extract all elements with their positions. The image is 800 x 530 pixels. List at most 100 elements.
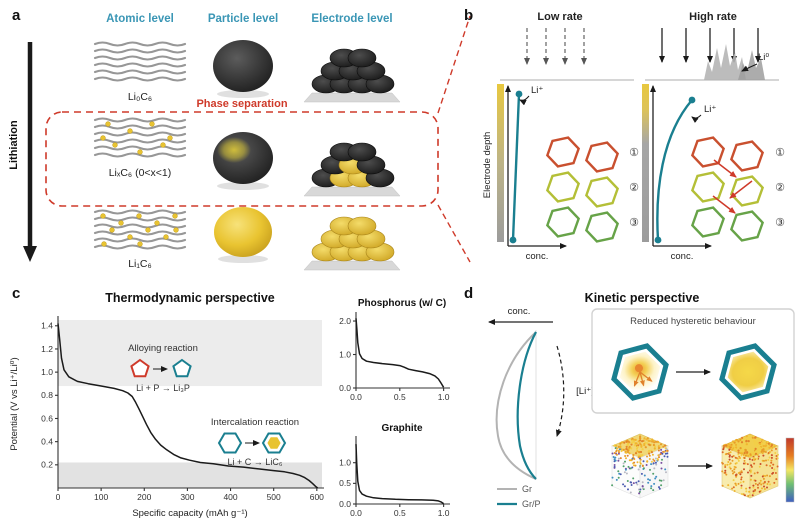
graphite-layers-row1 bbox=[93, 41, 187, 82]
li-ion-label-low: Li⁺ bbox=[531, 85, 543, 96]
graphite-chart-title: Graphite bbox=[381, 423, 423, 434]
y-tick-label: 2.0 bbox=[339, 316, 351, 326]
graphite-layers-row2 bbox=[93, 117, 187, 158]
particle-row1 bbox=[213, 40, 273, 98]
legend-label-grp: Gr/P bbox=[522, 499, 541, 509]
chart-band bbox=[58, 462, 322, 488]
cube1-top-dots bbox=[613, 435, 667, 458]
gr-profile-curve bbox=[495, 331, 537, 480]
conc-label-high: conc. bbox=[671, 251, 694, 262]
li-plating-dendrites-icon-2 bbox=[738, 50, 765, 80]
phase-separation-label: Phase separation bbox=[196, 98, 287, 110]
x-tick-label: 400 bbox=[223, 492, 237, 502]
legend-label-gr: Gr bbox=[522, 484, 532, 494]
x-tick-label: 100 bbox=[94, 492, 108, 502]
lithiation-label: Lithiation bbox=[8, 120, 20, 170]
data-curve bbox=[355, 318, 445, 388]
y-tick-label: 0.2 bbox=[41, 460, 53, 470]
formula-row1: Li₀C₆ bbox=[128, 91, 152, 103]
main-xlabel: Specific capacity (mAh g⁻¹) bbox=[132, 508, 247, 519]
x-tick-label: 1.0 bbox=[438, 508, 450, 518]
x-tick-label: 0.0 bbox=[350, 392, 362, 402]
panel-b: b Low rate High rate Electrode depth con… bbox=[464, 7, 785, 262]
cube-after bbox=[721, 433, 779, 499]
electrode-simulation bbox=[611, 433, 795, 503]
x-tick-label: 600 bbox=[310, 492, 324, 502]
y-tick-label: 0.0 bbox=[339, 383, 351, 393]
concentration-gradient-bar bbox=[497, 84, 504, 242]
phase-separation-box bbox=[45, 111, 439, 207]
low-rate-diagram: Electrode depth conc. Li⁺ ① ② ③ bbox=[482, 28, 639, 262]
electrode-row2 bbox=[303, 142, 401, 197]
electrode-row3 bbox=[303, 216, 401, 271]
colorbar bbox=[785, 437, 795, 503]
particle-row2 bbox=[213, 132, 273, 190]
phosphorus-pentagon-icon bbox=[130, 358, 150, 378]
x-tick-label: 300 bbox=[180, 492, 194, 502]
panel-c-label: c bbox=[12, 285, 20, 302]
li-conc-label: [Li⁺] bbox=[576, 386, 594, 397]
concentration-profiles: conc. [Li⁺] Gr Gr/P bbox=[488, 306, 594, 509]
y-tick-label: 1.4 bbox=[41, 321, 53, 331]
connector-line-bottom bbox=[437, 204, 471, 263]
hysteresis-box: Reduced hysteretic behaviour bbox=[591, 308, 795, 414]
marker-3-low: ③ bbox=[629, 217, 639, 229]
conc-label-low: conc. bbox=[526, 251, 549, 262]
high-rate-title: High rate bbox=[689, 11, 737, 23]
li-flux-arrow bbox=[555, 345, 565, 437]
column-header-particle: Particle level bbox=[208, 13, 278, 25]
y-tick-label: 0.5 bbox=[339, 478, 351, 488]
lithiation-arrowhead-icon bbox=[23, 246, 37, 262]
particle-after-icon bbox=[719, 343, 777, 401]
kinetic-title: Kinetic perspective bbox=[585, 291, 700, 305]
y-tick-label: 1.0 bbox=[339, 349, 351, 359]
intercalation-annotation: Intercalation reaction Li + C → LiC₆ bbox=[211, 417, 299, 467]
y-tick-label: 1.0 bbox=[41, 367, 53, 377]
y-tick-label: 0.0 bbox=[339, 499, 351, 509]
li-ion-label-high: Li⁺ bbox=[704, 104, 716, 115]
intercalation-title: Intercalation reaction bbox=[211, 417, 299, 428]
lic6-hexagon-icon bbox=[261, 432, 287, 454]
x-tick-label: 200 bbox=[137, 492, 151, 502]
conc-label-d: conc. bbox=[508, 306, 531, 317]
panel-b-label: b bbox=[464, 7, 473, 24]
y-tick-label: 1.0 bbox=[339, 458, 351, 468]
electrode-depth-label: Electrode depth bbox=[482, 132, 493, 199]
alloying-annotation: Alloying reaction Li + P → Li₃P bbox=[128, 343, 198, 393]
concentration-gradient-bar-high bbox=[642, 84, 649, 242]
marker-2-low: ② bbox=[629, 182, 639, 194]
cube-before bbox=[611, 433, 669, 499]
li-plating-dendrites-icon bbox=[704, 44, 746, 80]
marker-3-high: ③ bbox=[775, 217, 785, 229]
marker-1-low: ① bbox=[629, 147, 639, 159]
grp-profile-curve bbox=[516, 331, 537, 480]
intercalation-equation: Li + C → LiC₆ bbox=[228, 457, 283, 467]
x-tick-label: 0 bbox=[56, 492, 61, 502]
column-header-electrode: Electrode level bbox=[311, 13, 392, 25]
alloying-title: Alloying reaction bbox=[128, 343, 198, 354]
data-curve bbox=[355, 444, 445, 505]
connector-line-top bbox=[437, 15, 471, 114]
panel-d-label: d bbox=[464, 285, 473, 302]
low-rate-title: Low rate bbox=[537, 11, 582, 23]
cube2-right-dots bbox=[749, 447, 779, 497]
high-rate-diagram: Li⁰ conc. Li⁺ ① ② ③ bbox=[642, 28, 785, 262]
x-tick-label: 0.5 bbox=[394, 508, 406, 518]
y-tick-label: 0.6 bbox=[41, 413, 53, 423]
cube2-top-dots bbox=[722, 435, 776, 457]
li-dots-row3 bbox=[100, 213, 179, 247]
graphite-hexagon-icon bbox=[217, 432, 243, 454]
graphite-layers-row3 bbox=[93, 209, 187, 250]
panel-a-label: a bbox=[12, 7, 21, 24]
panel-c: c Thermodynamic perspective 0.20.40.60.8… bbox=[9, 285, 450, 519]
lithiated-patch bbox=[217, 137, 251, 163]
particle-before-icon bbox=[611, 343, 669, 401]
thermodynamic-title: Thermodynamic perspective bbox=[105, 291, 275, 305]
li3p-pentagon-icon bbox=[172, 358, 192, 378]
li-metal-label: Li⁰ bbox=[758, 52, 769, 63]
cube1-left-dots bbox=[611, 447, 641, 495]
